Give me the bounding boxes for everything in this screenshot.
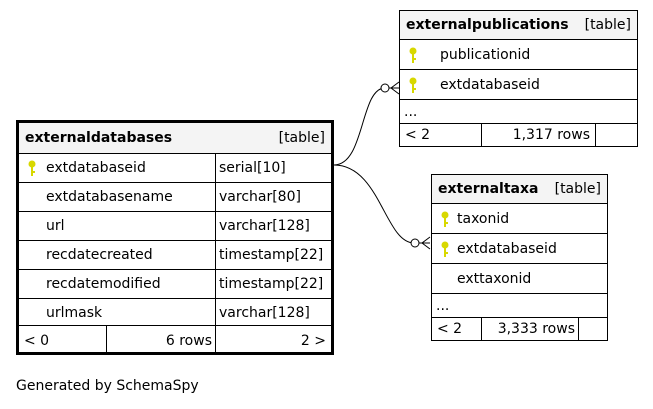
column-type: serial[10] xyxy=(219,160,286,176)
divider xyxy=(215,212,216,240)
column-type: varchar[128] xyxy=(219,218,310,234)
column-type: timestamp[22] xyxy=(219,276,324,292)
divider xyxy=(215,241,216,269)
table-header: externaldatabases [table] xyxy=(19,123,331,153)
column-name: extdatabaseid xyxy=(46,160,146,176)
connector-optional-marker xyxy=(410,238,420,248)
divider xyxy=(215,299,216,327)
divider xyxy=(578,318,579,340)
connector-crowfoot xyxy=(421,236,431,250)
row-count: 1,317 rows xyxy=(512,127,590,143)
table-externalpublications[interactable]: externalpublications [table] publication… xyxy=(399,10,638,147)
table-externaltaxa[interactable]: externaltaxa [table] taxonid extdatabase… xyxy=(431,174,608,341)
key-icon xyxy=(441,241,449,257)
column-type: timestamp[22] xyxy=(219,247,324,263)
divider xyxy=(215,154,216,182)
column-name: recdatecreated xyxy=(46,247,153,263)
column-name: publicationid xyxy=(440,46,531,63)
column-name: url xyxy=(46,218,65,234)
parents-count: < 2 xyxy=(405,127,431,143)
table-header: externalpublications [table] xyxy=(400,11,637,39)
divider xyxy=(595,124,596,146)
table-kind: [table] xyxy=(278,130,325,146)
key-icon xyxy=(28,160,36,176)
column-type: varchar[80] xyxy=(219,189,301,205)
column-name: extdatabaseid xyxy=(440,76,540,93)
divider xyxy=(106,326,107,355)
connector-externaltaxa xyxy=(333,164,430,244)
key-icon xyxy=(441,211,449,227)
column-row[interactable]: taxonid xyxy=(432,203,607,233)
table-name: externalpublications xyxy=(406,17,569,33)
column-row[interactable]: exttaxonid xyxy=(432,263,607,293)
column-row[interactable]: recdatemodified timestamp[22] xyxy=(19,269,331,298)
column-name: extdatabasename xyxy=(46,189,173,205)
key-icon xyxy=(409,77,417,93)
row-count: 6 rows xyxy=(165,332,212,349)
column-name: urlmask xyxy=(46,305,103,321)
table-externaldatabases[interactable]: externaldatabases [table] extdatabaseid s… xyxy=(16,120,334,355)
table-footer: < 2 3,333 rows xyxy=(432,317,607,340)
divider xyxy=(215,183,216,211)
column-type: varchar[128] xyxy=(219,305,310,321)
column-row[interactable]: extdatabasename varchar[80] xyxy=(19,182,331,211)
divider xyxy=(215,326,216,355)
column-name: taxonid xyxy=(457,210,510,227)
column-row[interactable]: urlmask varchar[128] xyxy=(19,298,331,327)
column-name: recdatemodified xyxy=(46,276,161,292)
column-name: exttaxonid xyxy=(457,270,532,287)
column-name: extdatabaseid xyxy=(457,240,557,257)
parents-count: < 0 xyxy=(24,332,50,349)
parents-count: < 2 xyxy=(437,321,463,337)
ellipsis-row: ... xyxy=(432,293,607,317)
divider xyxy=(481,124,482,146)
column-row[interactable]: publicationid xyxy=(400,39,637,69)
connector-crowfoot xyxy=(390,81,400,95)
connector-externalpublications xyxy=(333,87,398,166)
table-header: externaltaxa [table] xyxy=(432,175,607,203)
column-row[interactable]: extdatabaseid xyxy=(432,233,607,263)
table-footer: < 0 6 rows 2 > xyxy=(19,325,331,355)
ellipsis-row: ... xyxy=(400,99,637,123)
divider xyxy=(215,270,216,298)
table-name: externaldatabases xyxy=(25,130,173,146)
generated-by-caption: Generated by SchemaSpy xyxy=(16,378,199,394)
table-kind: [table] xyxy=(584,17,631,33)
children-count: 2 > xyxy=(300,332,326,349)
row-count: 3,333 rows xyxy=(497,321,575,337)
column-row[interactable]: extdatabaseid serial[10] xyxy=(19,153,331,182)
column-row[interactable]: recdatecreated timestamp[22] xyxy=(19,240,331,269)
table-name: externaltaxa xyxy=(438,181,539,197)
connector-optional-marker xyxy=(380,83,390,93)
ellipsis: ... xyxy=(404,103,418,120)
ellipsis: ... xyxy=(436,297,450,314)
table-footer: < 2 1,317 rows xyxy=(400,123,637,146)
table-kind: [table] xyxy=(554,181,601,197)
column-row[interactable]: extdatabaseid xyxy=(400,69,637,99)
key-icon xyxy=(409,47,417,63)
divider xyxy=(481,318,482,340)
column-row[interactable]: url varchar[128] xyxy=(19,211,331,240)
